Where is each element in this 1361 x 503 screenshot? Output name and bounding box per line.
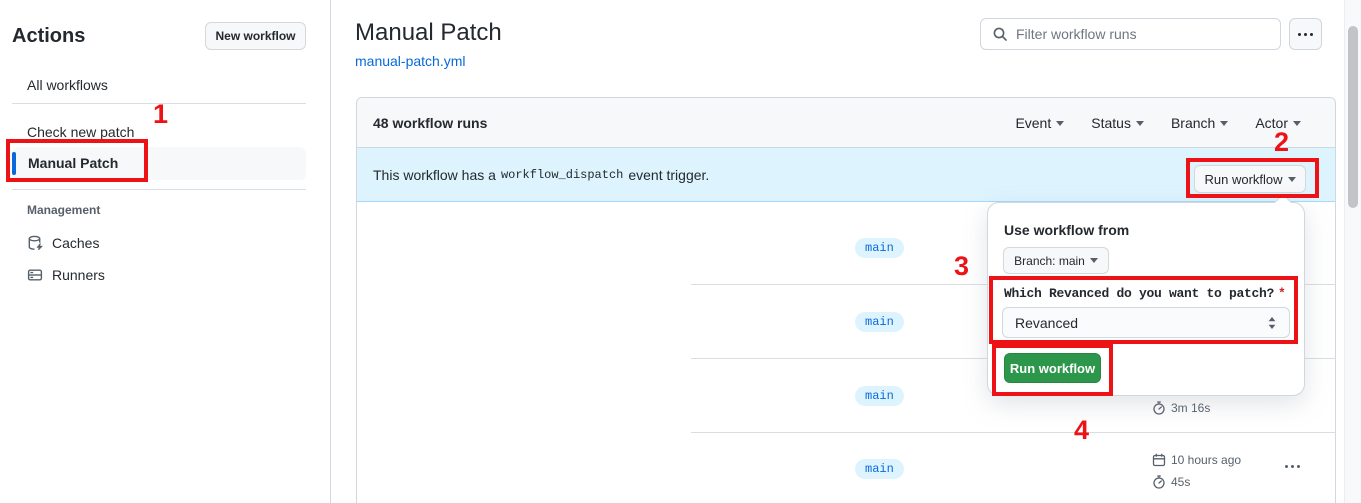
chevron-down-icon bbox=[1220, 120, 1229, 126]
workflow-more-options-button[interactable] bbox=[1289, 18, 1322, 50]
vertical-scrollbar-track[interactable] bbox=[1344, 0, 1361, 503]
calendar-icon bbox=[1152, 453, 1166, 467]
sidebar-divider bbox=[12, 189, 306, 190]
workflow-dispatch-banner: This workflow has a workflow_dispatch ev… bbox=[357, 148, 1335, 202]
annotation-number-2: 2 bbox=[1274, 127, 1290, 157]
banner-text: event trigger. bbox=[628, 166, 710, 183]
runners-icon bbox=[27, 269, 43, 281]
sidebar-item-check-new-patch[interactable]: Check new patch bbox=[27, 124, 135, 140]
chevron-down-icon bbox=[1089, 258, 1098, 263]
runs-filters: Event Status Branch Actor bbox=[1015, 115, 1319, 131]
sidebar-item-all-workflows[interactable]: All workflows bbox=[27, 77, 108, 93]
filter-event-dropdown[interactable]: Event bbox=[1015, 115, 1065, 131]
chevron-down-icon bbox=[1056, 120, 1065, 126]
stopwatch-icon bbox=[1153, 401, 1165, 415]
filter-branch-dropdown[interactable]: Branch bbox=[1171, 115, 1229, 131]
sidebar-item-label: Caches bbox=[52, 235, 100, 251]
sidebar-divider bbox=[12, 103, 306, 104]
run-workflow-popover: Use workflow from Branch: main Which Rev… bbox=[987, 193, 1305, 396]
chevron-down-icon bbox=[1293, 120, 1301, 126]
runs-list-header: 48 workflow runs Event Status Branch Act… bbox=[357, 98, 1335, 148]
branch-badge[interactable]: main bbox=[855, 459, 904, 479]
filter-actor-dropdown[interactable]: Actor bbox=[1255, 115, 1301, 131]
kebab-horizontal-icon bbox=[1285, 465, 1288, 468]
run-duration: 45s bbox=[1152, 475, 1190, 489]
required-asterisk: * bbox=[1278, 286, 1286, 301]
popover-heading: Use workflow from bbox=[1004, 222, 1130, 238]
chevron-down-icon bbox=[1135, 120, 1144, 126]
sidebar-title: Actions bbox=[12, 25, 86, 47]
workflow-file-link[interactable]: manual-patch.yml bbox=[355, 53, 466, 69]
run-row-menu-button[interactable] bbox=[1281, 461, 1304, 472]
branch-badge[interactable]: main bbox=[855, 312, 904, 332]
row-divider bbox=[691, 432, 1336, 433]
page-title: Manual Patch bbox=[355, 19, 502, 46]
annotation-number-3: 3 bbox=[954, 251, 970, 281]
revanced-select[interactable]: Revanced bbox=[1002, 307, 1290, 338]
annotation-number-1: 1 bbox=[153, 99, 169, 129]
new-workflow-button[interactable]: New workflow bbox=[205, 22, 306, 50]
kebab-horizontal-icon bbox=[1298, 32, 1301, 36]
chevron-down-icon bbox=[1287, 176, 1296, 182]
sidebar-item-manual-patch[interactable]: Manual Patch bbox=[12, 147, 306, 180]
chevron-up-down-icon bbox=[1268, 316, 1276, 329]
banner-text: This workflow has a bbox=[373, 166, 496, 183]
banner-code: workflow_dispatch bbox=[500, 167, 624, 182]
branch-select-button[interactable]: Branch: main bbox=[1003, 247, 1109, 274]
selected-indicator-bar bbox=[12, 152, 16, 175]
dispatch-input-label: Which Revanced do you want to patch?* bbox=[1004, 286, 1286, 301]
search-icon bbox=[993, 27, 1007, 41]
run-workflow-submit-button[interactable]: Run workflow bbox=[1004, 353, 1101, 383]
branch-badge[interactable]: main bbox=[855, 238, 904, 258]
run-age: 10 hours ago bbox=[1152, 453, 1241, 467]
sidebar-item-caches[interactable]: Caches bbox=[27, 235, 99, 251]
runs-count: 48 workflow runs bbox=[373, 114, 488, 131]
annotation-number-4: 4 bbox=[1074, 415, 1090, 445]
filter-workflow-runs-input[interactable] bbox=[1016, 26, 1269, 42]
stopwatch-icon bbox=[1153, 475, 1165, 489]
branch-badge[interactable]: main bbox=[855, 386, 904, 406]
filter-status-dropdown[interactable]: Status bbox=[1091, 115, 1144, 131]
run-workflow-dropdown-button[interactable]: Run workflow bbox=[1194, 165, 1306, 193]
sidebar-item-label: Runners bbox=[52, 267, 105, 283]
sidebar-item-label: Manual Patch bbox=[28, 155, 119, 171]
vertical-scrollbar-thumb[interactable] bbox=[1348, 26, 1358, 208]
filter-workflow-runs-box bbox=[980, 18, 1281, 50]
cache-icon bbox=[28, 235, 43, 251]
management-heading: Management bbox=[27, 203, 101, 217]
actions-sidebar: Actions New workflow All workflows Check… bbox=[0, 0, 331, 503]
run-duration: 3m 16s bbox=[1152, 401, 1210, 415]
sidebar-item-runners[interactable]: Runners bbox=[27, 267, 105, 283]
